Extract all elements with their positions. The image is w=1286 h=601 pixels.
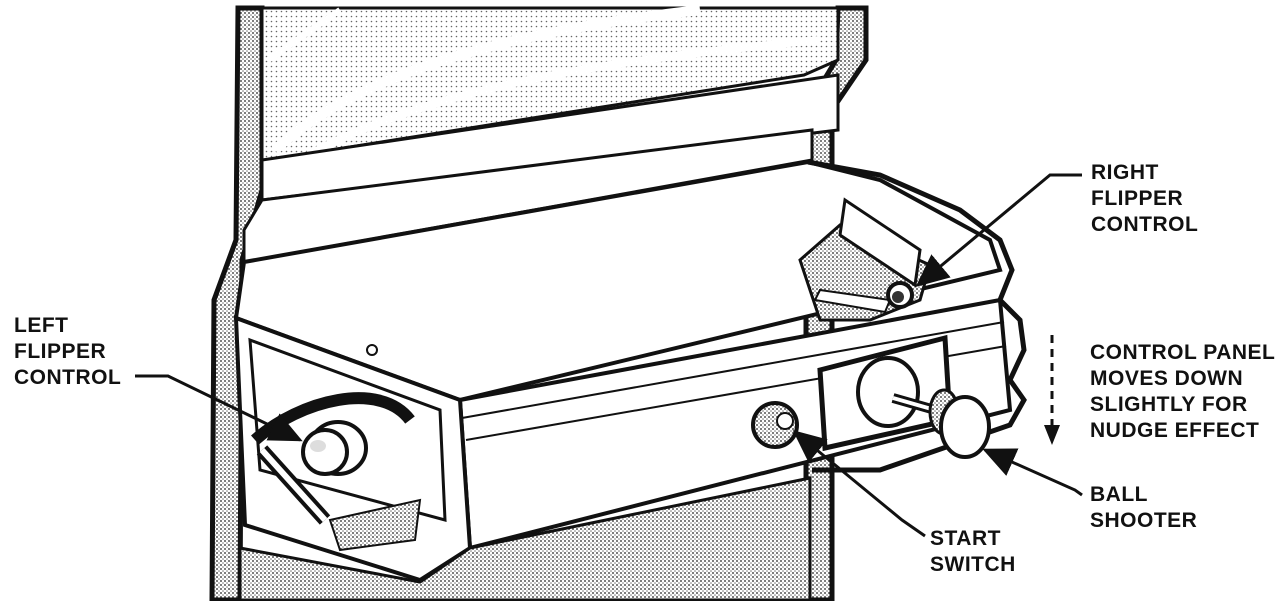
- label-line: RIGHT: [1091, 160, 1198, 186]
- label-line: SHOOTER: [1090, 508, 1197, 534]
- label-line: BALL: [1090, 482, 1197, 508]
- label-line: LEFT: [14, 313, 121, 339]
- start-switch-button[interactable]: [753, 403, 797, 447]
- right-flipper-control-label: RIGHT FLIPPER CONTROL: [1091, 160, 1198, 238]
- label-line: FLIPPER: [1091, 186, 1198, 212]
- label-line: CONTROL: [1091, 212, 1198, 238]
- ball-shooter-label: BALL SHOOTER: [1090, 482, 1197, 534]
- label-line: MOVES DOWN: [1090, 366, 1275, 392]
- label-line: CONTROL: [14, 365, 121, 391]
- label-line: START: [930, 526, 1016, 552]
- label-line: CONTROL PANEL: [1090, 340, 1275, 366]
- label-line: FLIPPER: [14, 339, 121, 365]
- label-line: SWITCH: [930, 552, 1016, 578]
- left-flipper-control-label: LEFT FLIPPER CONTROL: [14, 313, 121, 391]
- label-line: NUDGE EFFECT: [1090, 418, 1275, 444]
- start-switch-label: START SWITCH: [930, 526, 1016, 578]
- label-line: SLIGHTLY FOR: [1090, 392, 1275, 418]
- control-panel-nudge-label: CONTROL PANEL MOVES DOWN SLIGHTLY FOR NU…: [1090, 340, 1275, 444]
